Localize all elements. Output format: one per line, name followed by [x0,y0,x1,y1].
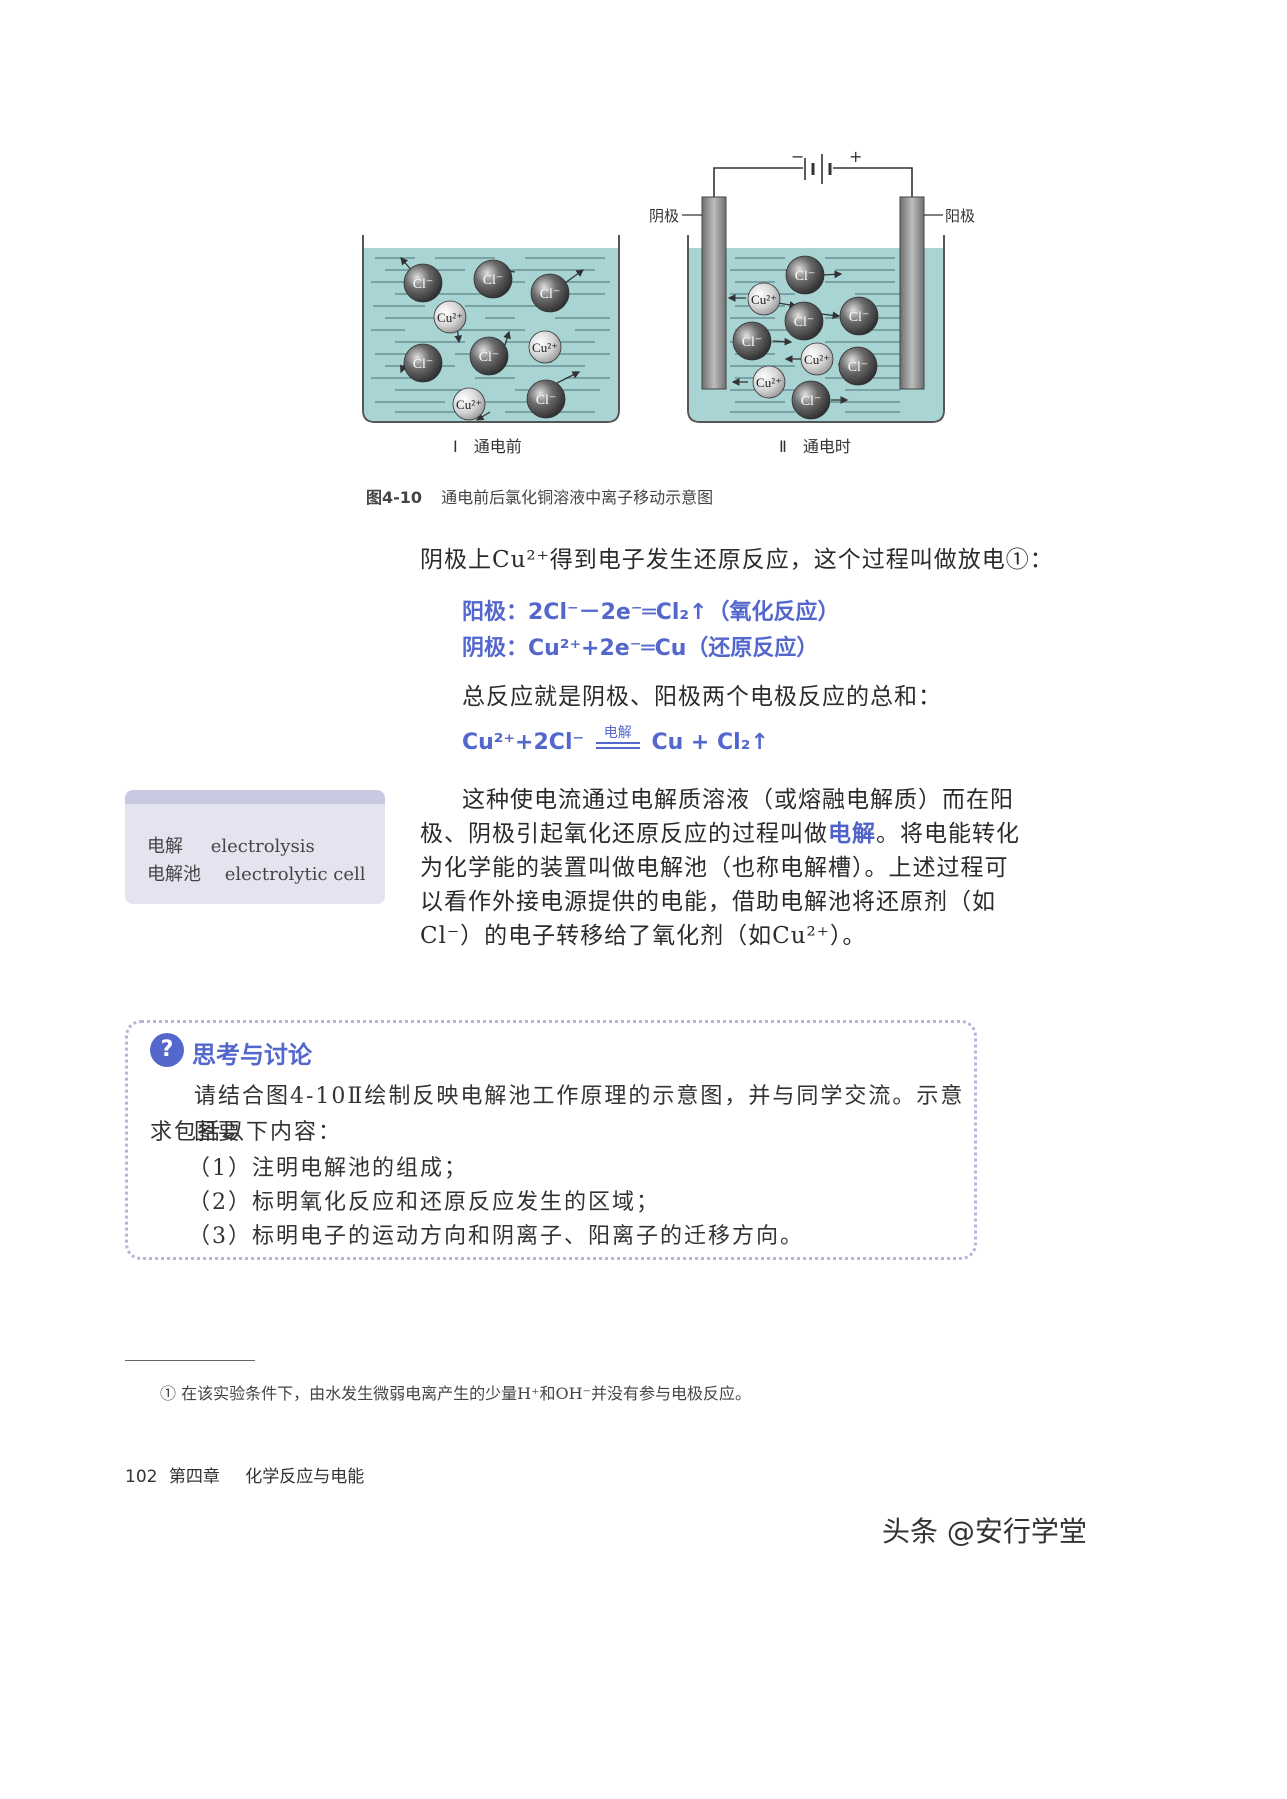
think-paragraph-1: 请结合图4-10Ⅱ绘制反映电解池工作原理的示意图，并与同学交流。示意图要 [194,1084,965,1145]
condition-label: 电解 [603,725,632,741]
beaker2-chloride-ion [785,255,825,295]
glossary-term-en: electrolysis [210,836,315,857]
beaker-before-label: Ⅰ 通电前 [453,437,522,456]
electrolysis-condition-sign: 电解 [595,725,640,749]
beaker2-chloride-ion [732,321,772,361]
battery-plus: + [849,147,862,166]
figure-caption: 图4-10 通电前后氯化铜溶液中离子移动示意图 [366,484,713,508]
beaker2-chloride-ion [839,296,879,336]
footer-title: 化学反应与电能 [245,1467,365,1487]
beaker2-copper-ion [752,365,786,399]
glossary-box: 电解 electrolysis 电解池 electrolytic cell [125,790,385,904]
watermark: 头条 @安行学堂 [882,1515,1087,1548]
beaker1-ion-label: Cl⁻ [413,277,434,292]
beaker2-ion-label: Cu²⁺ [751,292,777,307]
total-equation-left: Cu²⁺+2Cl⁻ [462,730,585,755]
anode-equation: 阳极：2Cl⁻－2e⁻═Cl₂↑（氧化反应） [462,600,840,625]
beaker1-chloride-ion [473,259,513,299]
beaker2-copper-ion [747,282,781,316]
beaker2-ion-label: Cu²⁺ [756,375,782,390]
total-equation: Cu²⁺+2Cl⁻ 电解 Cu + Cl₂↑ [462,725,769,755]
beaker1-ion-label: Cu²⁺ [532,340,558,355]
term-electrolysis: 电解 [828,821,876,847]
cathode-equation: 阴极：Cu²⁺+2e⁻═Cu（还原反应） [462,636,819,661]
beaker1-chloride-ion [526,379,566,419]
body-line-2: 极、阴极引起氧化还原反应的过程叫做电解。将电能转化 [420,814,1020,854]
battery-minus: − [791,147,804,166]
beaker1-copper-ion [452,387,486,421]
think-item: （1）注明电解池的组成； [188,1156,468,1181]
glossary-row: 电解池 electrolytic cell [147,860,366,886]
anode-electrode [899,196,925,390]
figure-number: 图4-10 [366,488,423,507]
electrolysis-figure: − + 阴极 阳极 Cl⁻ Cl⁻ Cl⁻ Cu²⁺ Cl⁻ Cl⁻ Cu²⁺ Cu²⁺ Cl⁻… [362,147,975,456]
footnote-rule [125,1360,255,1361]
body-line-4: 以看作外接电源提供的电能，借助电解池将还原剂（如 [420,889,996,915]
figure-caption-text: 通电前后氯化铜溶液中离子移动示意图 [441,488,714,507]
beaker1-chloride-ion [403,343,443,383]
beaker1-chloride-ion [469,336,509,376]
beaker1-ion-label: Cl⁻ [483,273,504,288]
beaker2-chloride-ion [784,301,824,341]
beaker-during-label: Ⅱ 通电时 [779,437,851,456]
cathode-electrode [701,196,727,390]
battery-icon [804,154,832,184]
body-line-2-end: 。将电能转化 [876,821,1020,847]
beaker2-ion-label: Cl⁻ [849,310,870,325]
body-line-2-start: 极、阴极引起氧化还原反应的过程叫做 [420,821,828,847]
beaker1-copper-ion [433,300,467,334]
question-icon: ? [150,1033,184,1067]
think-item: （3）标明电子的运动方向和阴离子、阳离子的迁移方向。 [188,1224,804,1249]
beaker2-chloride-ion [838,346,878,386]
footnote: ① 在该实验条件下，由水发生微弱电离产生的少量H⁺和OH⁻并没有参与电极反应。 [160,1384,752,1403]
beaker2-ion-label: Cl⁻ [795,269,816,284]
total-reaction-intro: 总反应就是阴极、阳极两个电极反应的总和： [462,684,942,710]
beaker1-ion-label: Cu²⁺ [437,310,463,325]
body-line-1: 这种使电流通过电解质溶液（或熔融电解质）而在阳 [462,787,1014,813]
page-footer: 102 第四章 化学反应与电能 [125,1462,364,1487]
beaker1-ion-label: Cl⁻ [536,393,557,408]
beaker2-ion-label: Cl⁻ [801,394,822,409]
cathode-label: 阴极 [649,207,679,225]
beaker1-ion-label: Cl⁻ [413,357,434,372]
beaker2-copper-ion [800,342,834,376]
beaker1-ion-label: Cl⁻ [479,350,500,365]
think-title: 思考与讨论 [192,1041,312,1069]
footer-chapter: 第四章 [168,1467,220,1487]
beaker1-chloride-ion [403,263,443,303]
beaker2-chloride-ion [791,380,831,420]
beaker1-copper-ion [528,330,562,364]
glossary-term-en: electrolytic cell [224,864,366,885]
beaker2-ion-label: Cl⁻ [794,315,815,330]
body-line-3: 为化学能的装置叫做电解池（也称电解槽）。上述过程可 [420,855,1009,881]
total-equation-right: Cu + Cl₂↑ [651,730,769,755]
beaker1-ion-label: Cu²⁺ [456,397,482,412]
page-number: 102 [125,1467,158,1487]
think-discuss-box: ? 思考与讨论 请结合图4-10Ⅱ绘制反映电解池工作原理的示意图，并与同学交流。… [125,1020,977,1260]
beaker2-ion-label: Cl⁻ [848,360,869,375]
beaker1-ion-label: Cl⁻ [540,287,561,302]
body-line-5: Cl⁻）的电子转移给了氧化剂（如Cu²⁺）。 [420,923,867,949]
glossary-term-zh: 电解池 [147,864,201,885]
glossary-row: 电解 electrolysis [147,832,315,858]
beaker1-chloride-ion [530,273,570,313]
think-paragraph-2: 求包括以下内容： [150,1120,343,1145]
think-item: （2）标明氧化反应和还原反应发生的区域； [188,1190,660,1215]
glossary-term-zh: 电解 [147,836,183,857]
anode-label: 阳极 [945,207,975,225]
beaker2-ion-label: Cu²⁺ [804,352,830,367]
beaker2-ion-label: Cl⁻ [742,335,763,350]
intro-paragraph: 阴极上Cu²⁺得到电子发生还原反应，这个过程叫做放电①： [420,547,1054,573]
